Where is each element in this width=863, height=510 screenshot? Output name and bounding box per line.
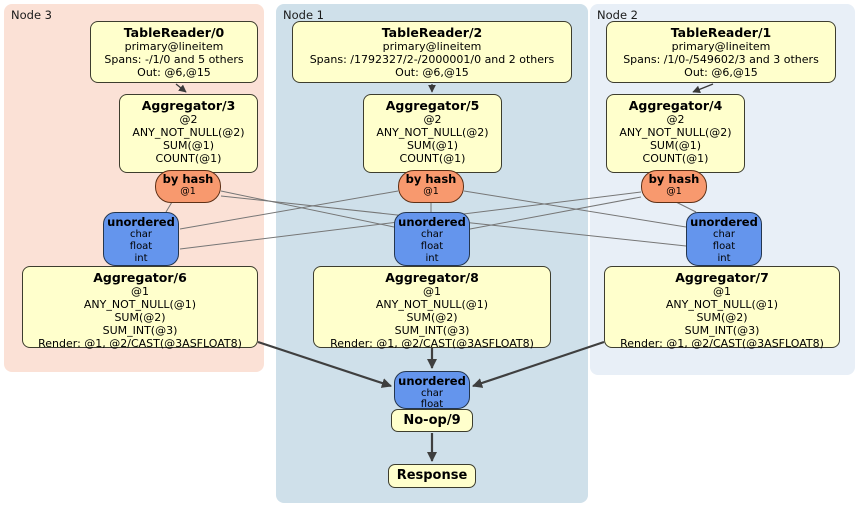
processor-title: Aggregator/3	[141, 98, 236, 113]
processor-row: Render: @1, @2/CAST(@3ASFLOAT8)	[620, 337, 824, 350]
sync-title: unordered	[398, 374, 466, 388]
hash-router-node-2: by hash @1	[641, 170, 707, 203]
processor-title: TableReader/1	[670, 25, 772, 40]
aggregator-4-box: Aggregator/4 @2 ANY_NOT_NULL(@2) SUM(@1)…	[606, 94, 745, 173]
processor-title: Aggregator/7	[675, 270, 769, 285]
unordered-sync-node-3: unordered char float int	[103, 212, 179, 266]
processor-row: SUM_INT(@3)	[102, 324, 178, 337]
aggregator-7-box: Aggregator/7 @1 ANY_NOT_NULL(@1) SUM(@2)…	[604, 266, 840, 350]
processor-row: ANY_NOT_NULL(@2)	[376, 126, 489, 139]
processor-row: SUM(@2)	[696, 311, 748, 324]
processor-row: primary@lineitem	[382, 40, 482, 53]
processor-row: Spans: -/1/0 and 5 others	[104, 53, 244, 66]
processor-row: SUM(@1)	[162, 139, 215, 152]
processor-title: TableReader/0	[123, 25, 225, 40]
unordered-sync-node-2: unordered char float int	[686, 212, 762, 266]
sync-row: char	[420, 388, 444, 399]
sync-row: float	[420, 399, 444, 410]
table-reader-1-box: TableReader/1 primary@lineitem Spans: /1…	[606, 21, 836, 83]
router-detail: @1	[423, 186, 439, 197]
processor-row: Render: @1, @2/CAST(@3ASFLOAT8)	[330, 337, 534, 350]
node-2-label: Node 2	[597, 8, 638, 22]
node-1-label: Node 1	[283, 8, 324, 22]
sync-row: char	[712, 229, 736, 240]
unordered-sync-node-1: unordered char float int	[394, 212, 470, 266]
processor-row: primary@lineitem	[124, 40, 224, 53]
processor-row: ANY_NOT_NULL(@1)	[665, 298, 779, 311]
node-3-label: Node 3	[11, 8, 52, 22]
processor-row: Out: @6,@15	[395, 66, 469, 79]
hash-router-node-3: by hash @1	[155, 170, 221, 203]
processor-row: @2	[423, 113, 442, 126]
processor-row: SUM_INT(@3)	[684, 324, 760, 337]
processor-title: TableReader/2	[381, 25, 483, 40]
sync-row: int	[134, 253, 148, 264]
noop-title: No-op/9	[403, 413, 461, 428]
processor-row: Out: @6,@15	[684, 66, 758, 79]
processor-row: Spans: /1/0-/549602/3 and 3 others	[623, 53, 819, 66]
processor-row: Out: @6,@15	[137, 66, 211, 79]
router-detail: @1	[666, 186, 682, 197]
processor-row: ANY_NOT_NULL(@2)	[619, 126, 732, 139]
processor-row: SUM(@2)	[114, 311, 166, 324]
sync-row: int	[717, 253, 731, 264]
processor-row: Render: @1, @2/CAST(@3ASFLOAT8)	[38, 337, 242, 350]
processor-row: SUM(@1)	[649, 139, 702, 152]
hash-router-node-1: by hash @1	[398, 170, 464, 203]
aggregator-3-box: Aggregator/3 @2 ANY_NOT_NULL(@2) SUM(@1)…	[119, 94, 258, 173]
processor-row: primary@lineitem	[671, 40, 771, 53]
sync-row: char	[129, 229, 153, 240]
table-reader-0-box: TableReader/0 primary@lineitem Spans: -/…	[90, 21, 258, 83]
processor-row: COUNT(@1)	[155, 152, 222, 165]
router-title: by hash	[405, 172, 457, 186]
processor-row: @1	[423, 285, 441, 298]
reader-to-aggregator-edges	[175, 83, 714, 94]
router-title: by hash	[162, 172, 214, 186]
processor-row: SUM_INT(@3)	[394, 324, 470, 337]
processor-title: Aggregator/6	[93, 270, 187, 285]
processor-row: @1	[713, 285, 731, 298]
processor-row: @1	[131, 285, 149, 298]
unordered-sync-final: unordered char float	[394, 371, 470, 410]
aggregator-to-output-edges	[257, 340, 605, 463]
sync-row: float	[420, 241, 444, 252]
table-reader-2-box: TableReader/2 primary@lineitem Spans: /1…	[292, 21, 572, 83]
response-box: Response	[388, 464, 476, 488]
sync-title: unordered	[690, 215, 758, 229]
processor-row: COUNT(@1)	[642, 152, 709, 165]
processor-row: SUM(@2)	[406, 311, 458, 324]
processor-title: Aggregator/4	[628, 98, 723, 113]
processor-row: Spans: /1792327/2-/2000001/0 and 2 other…	[309, 53, 555, 66]
response-title: Response	[396, 468, 468, 483]
noop-box: No-op/9	[391, 409, 473, 432]
processor-title: Aggregator/5	[385, 98, 480, 113]
sync-title: unordered	[107, 215, 175, 229]
aggregator-6-box: Aggregator/6 @1 ANY_NOT_NULL(@1) SUM(@2)…	[22, 266, 258, 350]
sync-title: unordered	[398, 215, 466, 229]
router-detail: @1	[180, 186, 196, 197]
sync-row: float	[129, 241, 153, 252]
processor-row: ANY_NOT_NULL(@1)	[375, 298, 489, 311]
aggregator-5-box: Aggregator/5 @2 ANY_NOT_NULL(@2) SUM(@1)…	[363, 94, 502, 173]
aggregator-8-box: Aggregator/8 @1 ANY_NOT_NULL(@1) SUM(@2)…	[313, 266, 551, 350]
processor-row: COUNT(@1)	[399, 152, 466, 165]
processor-title: Aggregator/8	[385, 270, 479, 285]
sync-row: int	[425, 253, 439, 264]
processor-row: @2	[666, 113, 685, 126]
sync-row: char	[420, 229, 444, 240]
processor-row: ANY_NOT_NULL(@2)	[132, 126, 245, 139]
sync-row: float	[712, 241, 736, 252]
processor-row: SUM(@1)	[406, 139, 459, 152]
processor-row: ANY_NOT_NULL(@1)	[83, 298, 197, 311]
router-title: by hash	[648, 172, 700, 186]
processor-row: @2	[179, 113, 198, 126]
